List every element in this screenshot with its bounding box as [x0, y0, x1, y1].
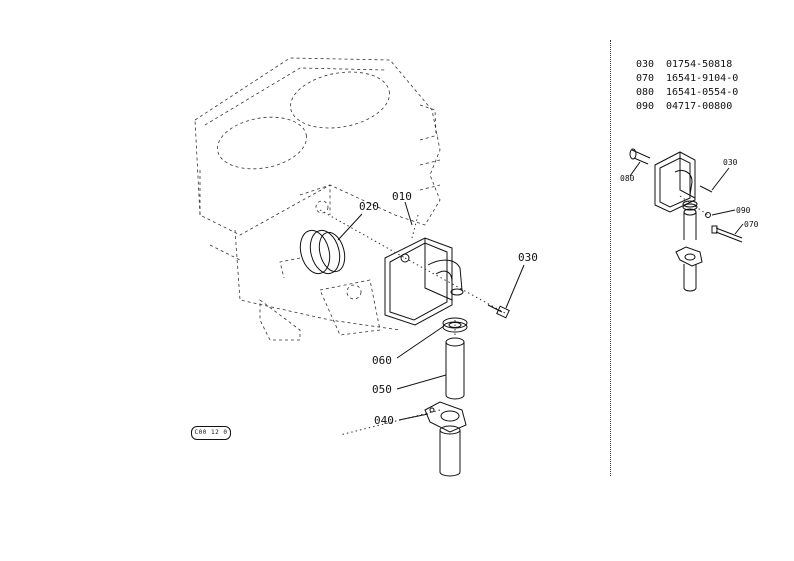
engine-block-outline: [194, 57, 441, 341]
parts-list: 030 01754-50818 070 16541-9104-0 080 16541-…: [636, 58, 738, 114]
callout-050: 050: [372, 383, 392, 396]
part-ref: 070: [636, 73, 655, 84]
hose-050: [445, 337, 465, 400]
detail-callout-030: 030: [723, 158, 738, 167]
reference-badge: C00 12 0: [191, 426, 231, 440]
parts-row: 080 16541-0554-0: [636, 86, 738, 100]
callout-020: 020: [359, 200, 379, 213]
detail-callout-070: 070: [744, 220, 759, 229]
part-number: 16541-0554-0: [666, 87, 739, 98]
part-number: 16541-9104-0: [666, 73, 739, 84]
detail-callout-090: 090: [736, 206, 751, 215]
callout-030: 030: [518, 251, 538, 264]
bolt-030: [487, 304, 510, 319]
gasket-plate-040: [424, 401, 467, 433]
parts-row: 090 04717-00800: [636, 100, 738, 114]
part-number: 04717-00800: [666, 101, 733, 112]
section-divider: [610, 40, 611, 476]
part-ref: 030: [636, 59, 655, 70]
detail-callout-080: 080: [620, 174, 635, 183]
lower-pipe: [439, 425, 461, 477]
part-ref: 080: [636, 87, 655, 98]
o-ring-020: [299, 229, 346, 275]
callout-010: 010: [392, 190, 412, 203]
part-ref: 090: [636, 101, 655, 112]
detail-assembly-view: [629, 148, 743, 292]
parts-row: 070 16541-9104-0: [636, 72, 738, 86]
callout-040: 040: [374, 414, 394, 427]
parts-row: 030 01754-50818: [636, 58, 738, 72]
callout-060: 060: [372, 354, 392, 367]
breather-cover-010: [384, 237, 464, 326]
part-number: 01754-50818: [666, 59, 733, 70]
